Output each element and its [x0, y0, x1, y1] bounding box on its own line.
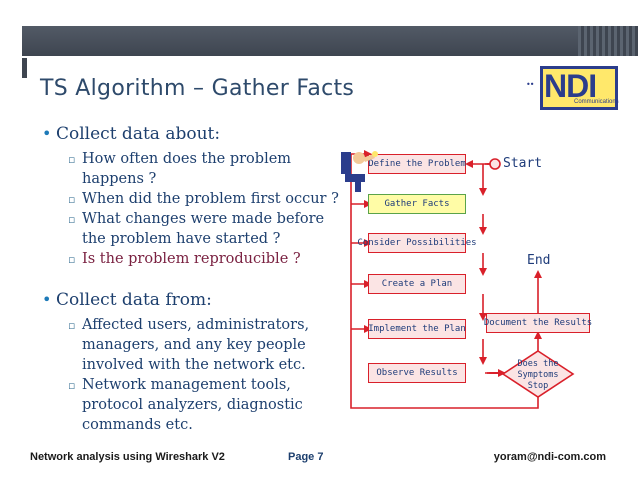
slide-title: TS Algorithm – Gather Facts — [40, 76, 355, 101]
bullet-collect-from: • Collect data from: — [42, 290, 346, 310]
logo-dots-icon: •• — [526, 80, 535, 89]
sub-bullet-text: What changes were made before — [82, 211, 325, 227]
troubleshooting-flowchart: Define the Problem Gather Facts Consider… — [335, 148, 635, 428]
sub-bullet-continued: commands etc. — [56, 416, 346, 435]
sub-bullet-text: How often does the problem — [82, 151, 292, 167]
square-bullet-icon: ▫ — [68, 213, 76, 226]
spacer — [56, 270, 346, 290]
decision-text: Does the Symptoms Stop — [503, 359, 573, 392]
bullet-label: Collect data from: — [56, 290, 212, 310]
sub-bullet: ▫ Network management tools, — [56, 376, 346, 395]
sub-bullet-text: the problem have started ? — [82, 231, 281, 247]
sub-bullet-continued: protocol analyzers, diagnostic — [56, 396, 346, 415]
sub-bullet-text: Affected users, administrators, — [82, 317, 310, 333]
step-create-plan: Create a Plan — [368, 274, 466, 294]
slide-footer: Network analysis using Wireshark V2 Page… — [0, 447, 638, 467]
corner-mark — [22, 58, 27, 78]
bullet-dot-icon: • — [42, 124, 52, 143]
sub-bullet-text: Is the problem reproducible ? — [82, 251, 301, 267]
decision-diamond — [501, 350, 575, 398]
bullet-list: • Collect data about: ▫ How often does th… — [42, 124, 346, 436]
step-observe-results: Observe Results — [368, 363, 466, 383]
step-define-problem: Define the Problem — [368, 154, 466, 174]
sub-bullet: ▫ Affected users, administrators, — [56, 316, 346, 335]
logo-text: NDI — [544, 68, 597, 104]
start-circle — [489, 158, 501, 170]
sub-bullet-text: involved with the network etc. — [82, 357, 306, 373]
sub-bullet-text: happens ? — [82, 171, 157, 187]
logo-box — [540, 66, 618, 110]
sub-bullet: ▫ How often does the problem — [56, 150, 346, 169]
loop-back-line-base — [350, 154, 539, 409]
sub-bullet-continued: involved with the network etc. — [56, 356, 346, 375]
sub-bullet-continued: managers, and any key people — [56, 336, 346, 355]
flowchart-connectors — [350, 150, 575, 409]
page-number: Page 7 — [288, 451, 324, 463]
square-bullet-icon: ▫ — [68, 193, 76, 206]
sub-bullet-highlight: ▫ Is the problem reproducible ? — [56, 250, 346, 269]
sub-bullet-text: commands etc. — [82, 417, 193, 433]
sub-bullet-continued: happens ? — [56, 170, 346, 189]
sub-bullet-text: managers, and any key people — [82, 337, 306, 353]
bullet-dot-icon: • — [42, 290, 52, 309]
header-bar — [22, 26, 638, 56]
decision-line: Stop — [527, 381, 549, 391]
sub-bullet-text: When did the problem first occur ? — [82, 191, 339, 207]
footer-left: Network analysis using Wireshark V2 — [30, 451, 225, 463]
end-label: End — [527, 253, 551, 268]
thinking-person-icon — [341, 151, 378, 192]
square-bullet-icon: ▫ — [68, 319, 76, 332]
ndi-logo: •• NDI Communications — [526, 66, 619, 110]
sub-bullet: ▫ What changes were made before — [56, 210, 346, 229]
square-bullet-icon: ▫ — [68, 153, 76, 166]
step-consider-possibilities: Consider Possibilities — [357, 233, 477, 253]
header-stripes — [578, 26, 638, 56]
footer-email: yoram@ndi-com.com — [493, 451, 606, 463]
start-label: Start — [503, 156, 543, 171]
sub-bullet: ▫ When did the problem first occur ? — [56, 190, 346, 209]
step-implement-plan: Implement the Plan — [368, 319, 466, 339]
bullet-collect-about: • Collect data about: — [42, 124, 346, 144]
square-bullet-icon: ▫ — [68, 379, 76, 392]
sub-bullet-text: protocol analyzers, diagnostic — [82, 397, 303, 413]
sub-bullet-continued: the problem have started ? — [56, 230, 346, 249]
square-bullet-icon: ▫ — [68, 253, 76, 266]
step-document-results: Document the Results — [484, 313, 592, 333]
decision-line: Does the — [517, 359, 559, 369]
logo-subtitle: Communications — [574, 99, 619, 105]
sub-bullet-text: Network management tools, — [82, 377, 291, 393]
decision-line: Symptoms — [517, 370, 559, 380]
step-gather-facts: Gather Facts — [368, 194, 466, 214]
bullet-label: Collect data about: — [56, 124, 221, 144]
